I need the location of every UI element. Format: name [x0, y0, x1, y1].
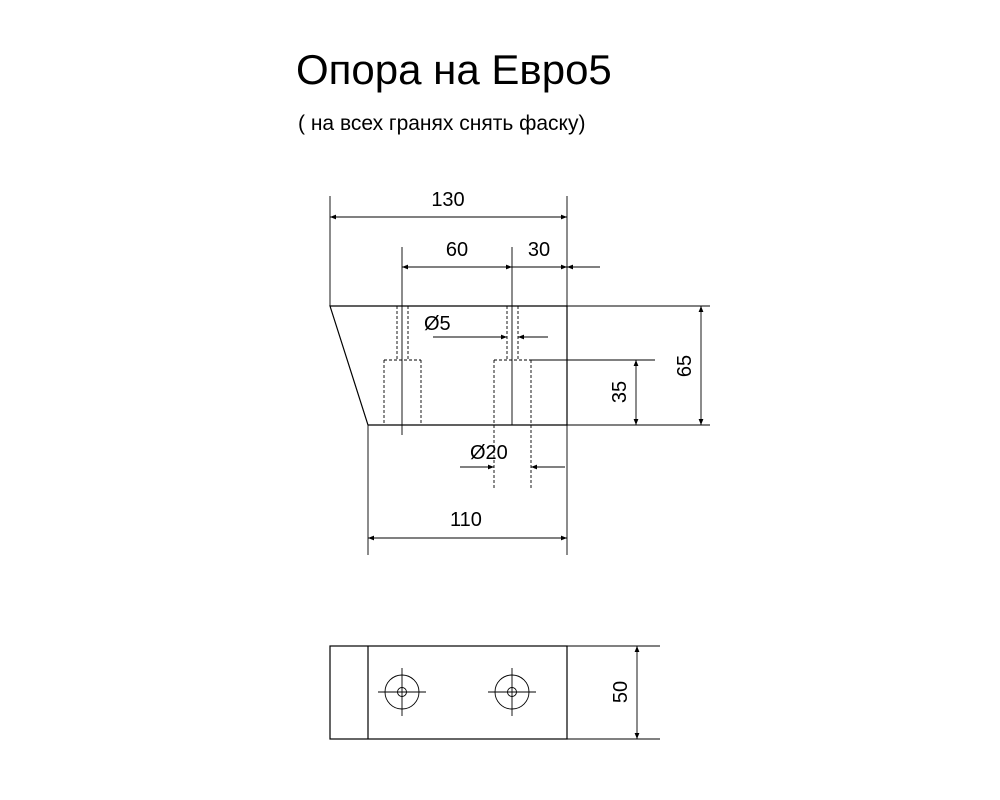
top-view-outline [329, 645, 568, 740]
top-view-right-hole [488, 668, 536, 716]
top-view: 50 [329, 645, 660, 740]
dim-height: 65 [674, 355, 696, 377]
top-view-left-hole [378, 668, 426, 716]
dim-small-hole-dia: Ø5 [424, 313, 451, 335]
dim-base-length: 110 [450, 509, 482, 531]
dim-counterbore-depth: 35 [609, 381, 631, 403]
left-hole-section [383, 247, 422, 435]
drawing-title: Опора на Евро5 [296, 46, 612, 93]
dim-hole-spacing: 60 [446, 239, 468, 261]
front-view: 130 60 30 Ø5 Ø20 35 65 11 [329, 189, 710, 555]
dim-overall-length: 130 [431, 189, 464, 211]
right-hole-section [493, 247, 532, 490]
dim-hole-offset: 30 [528, 239, 550, 261]
dim-counterbore-dia: Ø20 [470, 442, 508, 464]
drawing-note: ( на всех гранях снять фаску) [298, 112, 586, 135]
dim-width: 50 [610, 681, 632, 703]
